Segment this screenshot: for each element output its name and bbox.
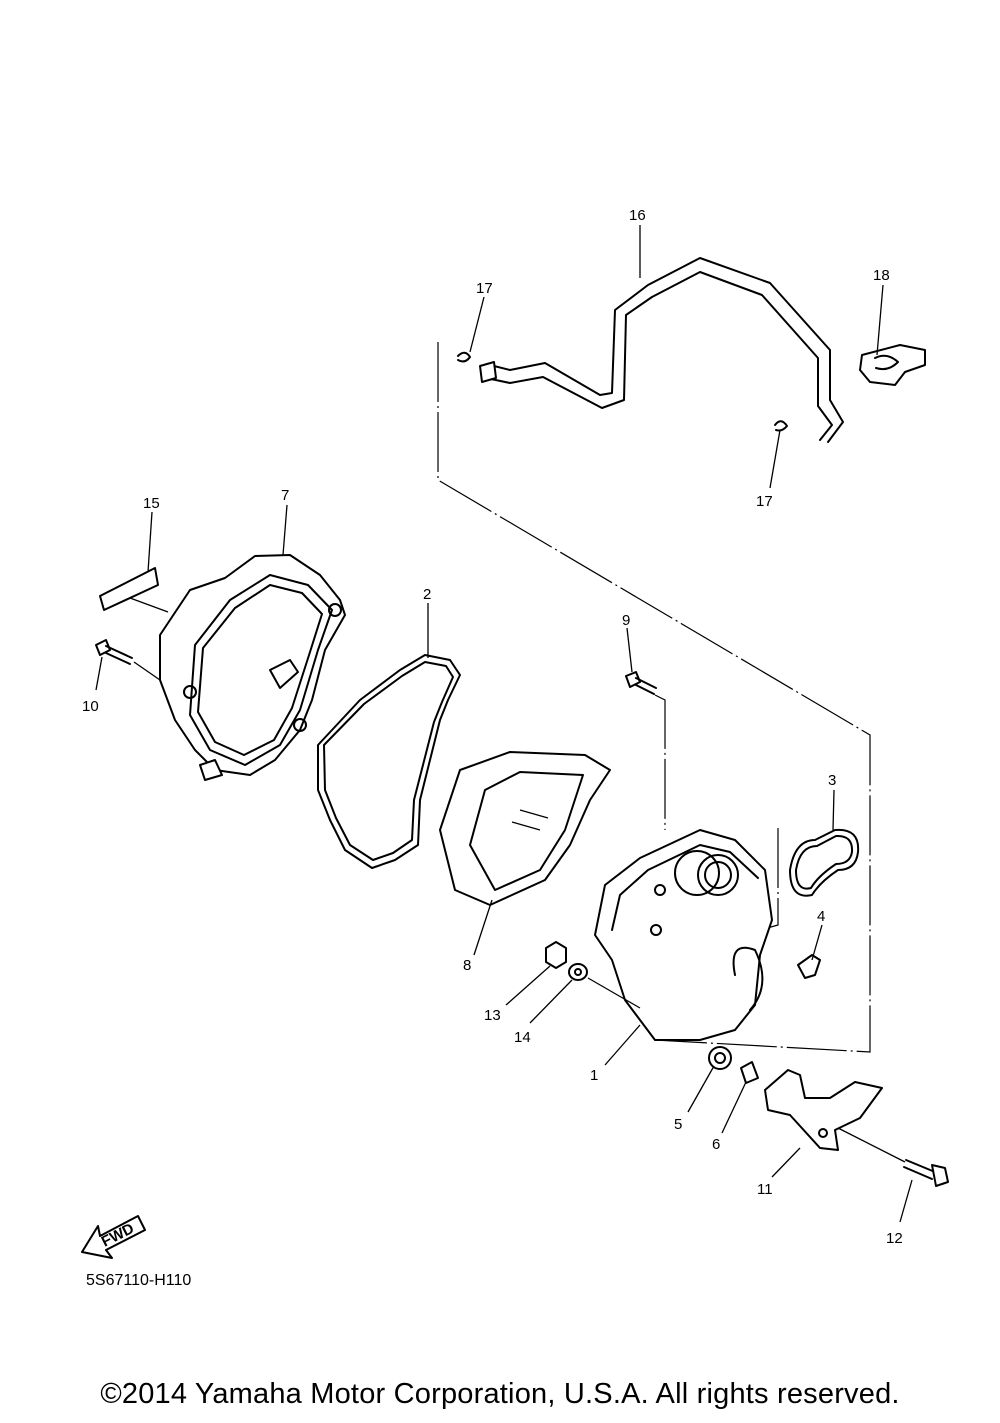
case-cover-part bbox=[159, 554, 346, 781]
callout-15: 15 bbox=[143, 495, 160, 512]
breather-hose-part bbox=[479, 257, 844, 443]
o-ring-part bbox=[789, 828, 860, 897]
callout-14: 14 bbox=[514, 1029, 531, 1046]
part-callouts: 16 17 18 17 15 7 2 9 10 3 4 8 13 14 1 5 … bbox=[82, 207, 903, 1247]
callout-16: 16 bbox=[629, 207, 646, 224]
callout-1: 1 bbox=[590, 1067, 598, 1084]
callout-7: 7 bbox=[281, 487, 289, 504]
damper-collar-parts bbox=[708, 1046, 759, 1084]
fwd-label: FWD bbox=[99, 1220, 137, 1251]
callout-8: 8 bbox=[463, 957, 471, 974]
callout-5: 5 bbox=[674, 1116, 682, 1133]
callout-10: 10 bbox=[82, 698, 99, 715]
forward-arrow-icon: FWD bbox=[81, 1215, 146, 1259]
nut-washer-parts bbox=[545, 941, 641, 1009]
gasket-part bbox=[317, 654, 461, 869]
callout-9: 9 bbox=[622, 612, 630, 629]
callout-6: 6 bbox=[712, 1136, 720, 1153]
bracket-part bbox=[764, 1069, 883, 1151]
callout-12: 12 bbox=[886, 1230, 903, 1247]
holder-part bbox=[859, 344, 926, 386]
callout-11: 11 bbox=[757, 1181, 773, 1198]
clip-part bbox=[457, 351, 788, 432]
callout-13: 13 bbox=[484, 1007, 501, 1024]
pad-part bbox=[99, 567, 169, 613]
callout-3: 3 bbox=[828, 772, 836, 789]
copyright-notice: ©2014 Yamaha Motor Corporation, U.S.A. A… bbox=[100, 1378, 900, 1410]
screw-part-10 bbox=[95, 639, 161, 681]
callout-17-top: 17 bbox=[476, 280, 493, 297]
callout-2: 2 bbox=[423, 586, 431, 603]
case-part bbox=[594, 829, 773, 1041]
screw-part-9 bbox=[625, 671, 657, 695]
element-part bbox=[439, 751, 611, 906]
bolt-part bbox=[837, 1127, 949, 1187]
drawing-code: 5S67110-H110 bbox=[86, 1272, 192, 1289]
leader-lines bbox=[95, 225, 913, 1223]
joint-clip-part bbox=[797, 954, 821, 979]
callout-17-bottom: 17 bbox=[756, 493, 773, 510]
callout-18: 18 bbox=[873, 267, 890, 284]
callout-4: 4 bbox=[817, 908, 825, 925]
